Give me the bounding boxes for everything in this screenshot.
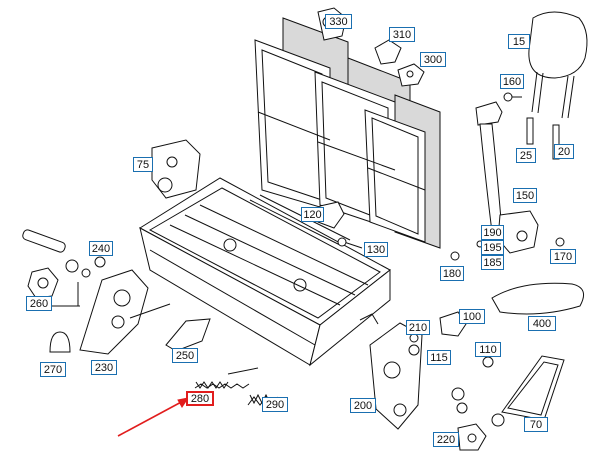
part-label-400[interactable]: 400 xyxy=(528,316,556,331)
part-label-210[interactable]: 210 xyxy=(406,320,430,335)
part-label-195[interactable]: 195 xyxy=(481,240,504,255)
backrest-frames xyxy=(254,39,426,243)
part-label-310[interactable]: 310 xyxy=(389,27,415,42)
part-label-20[interactable]: 20 xyxy=(554,144,574,159)
part-label-25[interactable]: 25 xyxy=(516,148,536,163)
part-label-230[interactable]: 230 xyxy=(91,360,117,375)
part-label-75[interactable]: 75 xyxy=(133,157,153,172)
part-label-280[interactable]: 280 xyxy=(186,391,214,406)
part-label-290[interactable]: 290 xyxy=(262,397,288,412)
part-label-110[interactable]: 110 xyxy=(475,342,501,357)
part-label-330[interactable]: 330 xyxy=(325,14,352,29)
highlight-arrow xyxy=(117,397,190,437)
seat-frame xyxy=(139,177,391,367)
part-label-170[interactable]: 170 xyxy=(550,249,576,264)
part-label-100[interactable]: 100 xyxy=(459,309,485,324)
part-label-260[interactable]: 260 xyxy=(26,296,52,311)
end-cap xyxy=(49,331,71,353)
left-bolts xyxy=(22,229,106,307)
part-label-200[interactable]: 200 xyxy=(350,398,376,413)
part-label-250[interactable]: 250 xyxy=(172,348,198,363)
part-label-185[interactable]: 185 xyxy=(481,255,504,270)
part-label-270[interactable]: 270 xyxy=(40,362,66,377)
trim-pad xyxy=(165,318,211,352)
part-label-300[interactable]: 300 xyxy=(420,52,446,67)
part-label-160[interactable]: 160 xyxy=(500,74,524,89)
part-label-115[interactable]: 115 xyxy=(427,350,451,365)
part-label-180[interactable]: 180 xyxy=(440,266,464,281)
part-label-120[interactable]: 120 xyxy=(301,207,324,222)
part-label-220[interactable]: 220 xyxy=(433,432,459,447)
headrest-guide-pins xyxy=(503,92,560,160)
seat-belt xyxy=(475,101,539,254)
headrest xyxy=(528,11,588,119)
side-trim-inner xyxy=(507,361,559,416)
left-recliner-mechanism xyxy=(79,269,171,355)
side-trim xyxy=(501,355,565,421)
part-label-190[interactable]: 190 xyxy=(481,225,504,240)
seat-clip xyxy=(317,201,363,249)
part-label-240[interactable]: 240 xyxy=(89,241,113,256)
part-label-150[interactable]: 150 xyxy=(513,188,537,203)
part-label-15[interactable]: 15 xyxy=(508,34,530,49)
part-label-70[interactable]: 70 xyxy=(524,417,548,432)
part-label-130[interactable]: 130 xyxy=(364,242,388,257)
armrest xyxy=(491,282,585,315)
recliner-gear xyxy=(151,139,201,199)
